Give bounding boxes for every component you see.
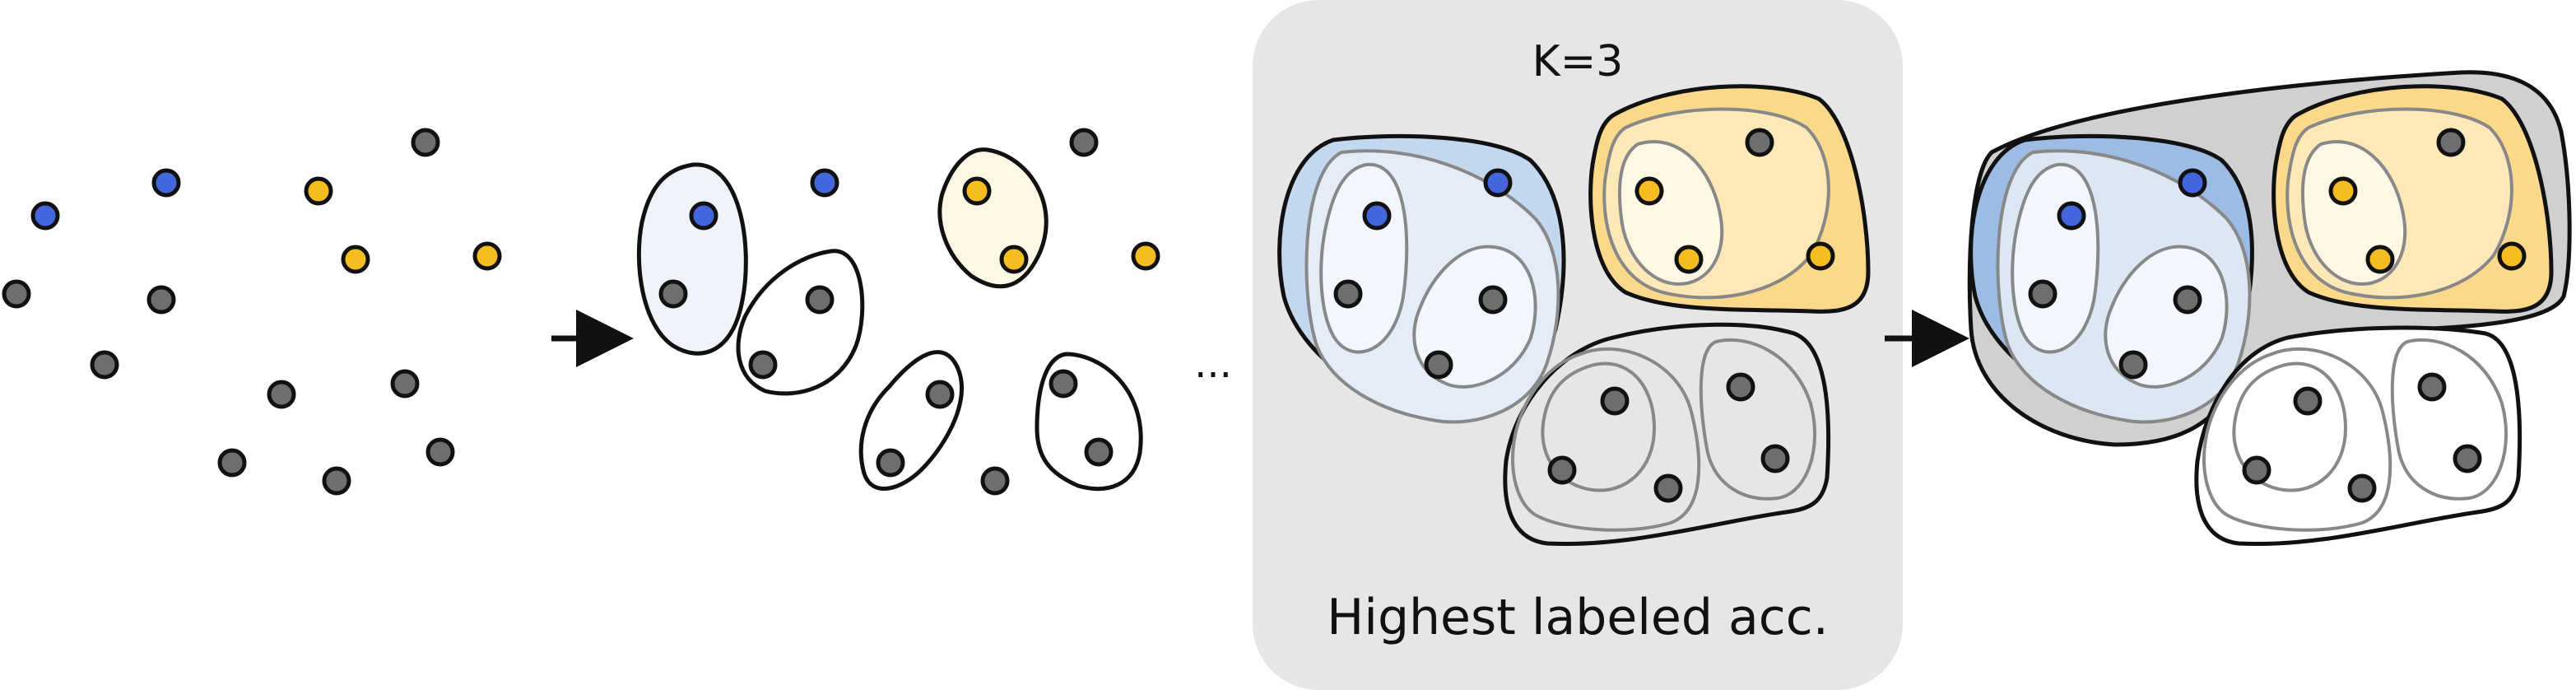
point-gray <box>2436 128 2466 157</box>
point-yellow <box>341 245 370 274</box>
point-yellow <box>999 245 1029 274</box>
point-gray <box>2242 455 2271 485</box>
point-gray <box>925 380 955 409</box>
point-yellow <box>2328 176 2358 206</box>
point-gray <box>425 437 455 467</box>
point-gray <box>90 350 119 380</box>
point-blue <box>1362 201 1392 231</box>
point-gray <box>2028 279 2058 309</box>
point-gray <box>1653 473 1683 503</box>
ellipsis: ... <box>1194 341 1232 387</box>
point-yellow <box>2365 245 2395 274</box>
cluster-gray-mid <box>1511 347 1701 532</box>
point-gray <box>2417 372 2447 402</box>
stage-4-final <box>1967 70 2572 547</box>
point-gray <box>1424 350 1453 380</box>
point-gray <box>980 466 1010 496</box>
point-blue <box>2178 168 2207 198</box>
point-blue <box>2057 201 2086 231</box>
point-gray <box>658 279 688 309</box>
panel-footer-label: Highest labeled acc. <box>1327 589 1829 646</box>
point-gray <box>748 350 778 380</box>
cluster-outline <box>858 350 965 491</box>
cluster-white-inner-2 <box>2390 338 2509 501</box>
point-blue <box>689 201 718 231</box>
point-gray <box>1333 279 1363 309</box>
point-blue <box>810 168 839 198</box>
point-gray <box>1760 444 1790 473</box>
stage-1-points <box>2 128 502 496</box>
point-gray <box>2347 473 2377 503</box>
cluster-outline <box>636 162 748 356</box>
point-blue <box>1483 168 1513 198</box>
cluster-white-inner-1 <box>2232 361 2348 492</box>
point-yellow <box>2497 241 2527 271</box>
point-blue <box>151 168 181 198</box>
point-gray <box>2453 444 2482 473</box>
cluster-gray-inner-2 <box>1699 338 1817 501</box>
point-gray <box>2173 285 2202 315</box>
point-yellow <box>1131 241 1160 271</box>
point-gray <box>1049 369 1078 399</box>
point-gray <box>1726 372 1755 402</box>
point-gray <box>876 448 905 478</box>
point-gray <box>2293 386 2323 416</box>
point-yellow <box>962 176 992 206</box>
point-yellow <box>1634 176 1664 206</box>
point-gray <box>390 369 420 399</box>
point-yellow <box>1806 241 1835 271</box>
cluster-gray-inner-1 <box>1541 361 1657 492</box>
stage-2-pairs <box>636 128 1160 496</box>
point-gray <box>322 466 351 496</box>
point-gray <box>1600 386 1630 416</box>
point-blue <box>30 201 60 231</box>
point-yellow <box>304 176 333 206</box>
point-gray <box>1745 128 1774 157</box>
point-gray <box>1069 128 1099 157</box>
point-yellow <box>1674 245 1704 274</box>
point-gray <box>411 128 440 157</box>
point-gray <box>2 279 31 309</box>
k3-panel: K=3 Highest labeled acc. <box>1253 0 1903 690</box>
cluster-white-mid <box>2202 347 2392 532</box>
point-gray <box>1547 455 1577 485</box>
point-yellow <box>472 241 502 271</box>
point-gray <box>267 380 296 409</box>
point-gray <box>146 285 176 315</box>
point-gray <box>805 285 835 315</box>
panel-k-label: K=3 <box>1532 37 1624 86</box>
point-gray <box>1084 437 1114 467</box>
point-gray <box>2118 350 2148 380</box>
cluster-outline <box>937 147 1049 289</box>
point-gray <box>217 448 247 478</box>
point-gray <box>1478 285 1508 315</box>
